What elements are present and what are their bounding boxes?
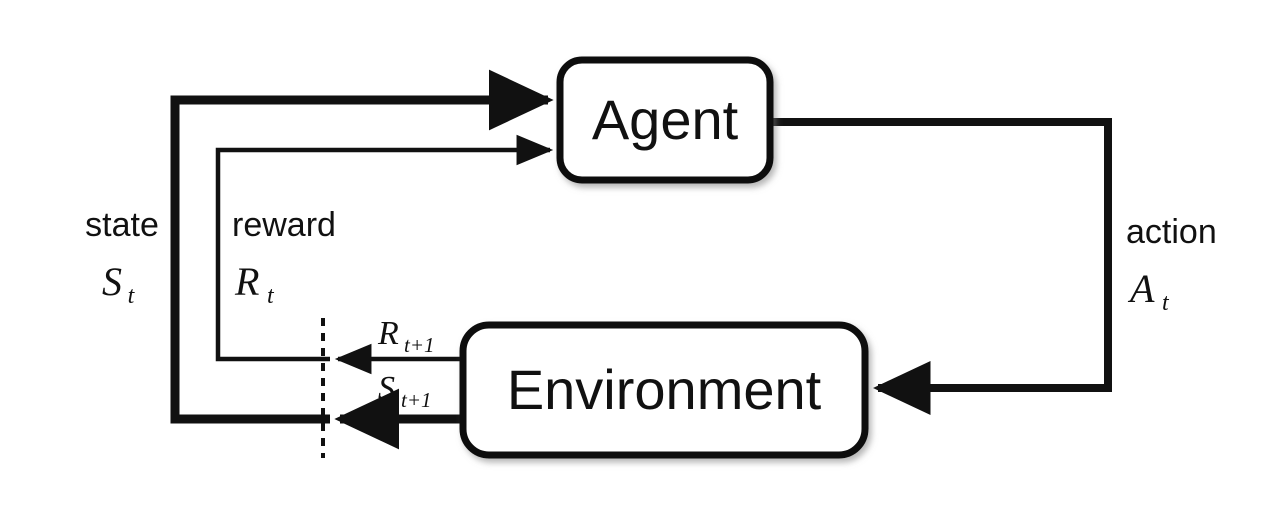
reward-word: reward	[232, 206, 336, 244]
edge-action-path	[770, 118, 1112, 415]
reward-subscript: t	[267, 283, 275, 309]
state-next-subscript: t+1	[401, 388, 432, 412]
environment-label: Environment	[507, 358, 822, 421]
action-symbol: A	[1127, 266, 1155, 311]
state-symbol: S	[102, 259, 122, 304]
state-subscript: t	[128, 283, 136, 309]
node-environment[interactable]: Environment	[459, 321, 869, 459]
state-word: state	[85, 206, 159, 244]
node-agent[interactable]: Agent	[556, 56, 774, 184]
action-word: action	[1126, 213, 1217, 251]
label-state-next: S t+1	[378, 370, 432, 412]
label-reward: reward R t	[232, 206, 336, 309]
label-action: action A t	[1126, 213, 1217, 316]
action-subscript: t	[1162, 290, 1170, 316]
agent-box	[556, 56, 774, 184]
label-reward-next: R t+1	[377, 315, 435, 357]
environment-box	[459, 321, 869, 459]
edge-reward-path	[215, 134, 554, 362]
state-next-symbol: S	[378, 370, 395, 407]
reward-next-symbol: R	[377, 315, 399, 352]
label-state: state S t	[85, 206, 159, 309]
edge-state-path	[170, 69, 554, 424]
agent-label: Agent	[592, 88, 739, 151]
reward-symbol: R	[234, 259, 259, 304]
reward-next-subscript: t+1	[404, 333, 435, 357]
